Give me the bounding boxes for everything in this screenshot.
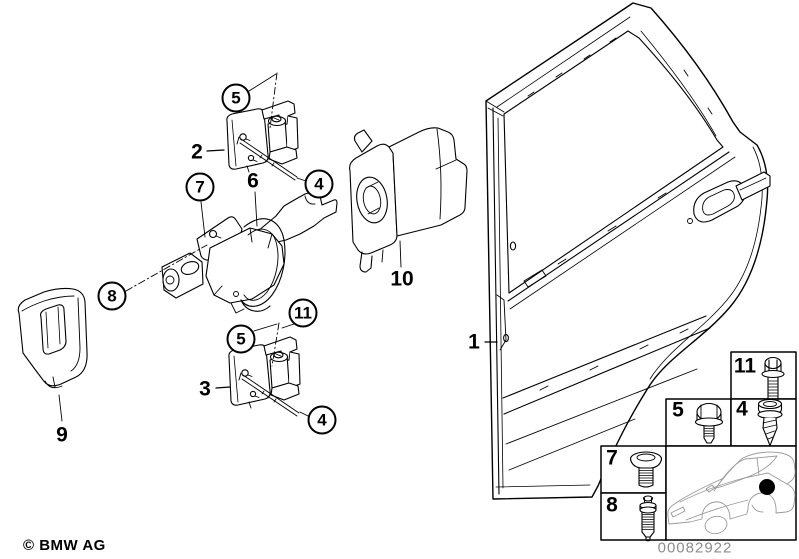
callout-7-door-brake[interactable]: 7	[185, 172, 215, 202]
legend-number-11[interactable]: 11	[733, 354, 757, 378]
hex-flange-bolt-short-icon	[694, 402, 724, 444]
part-label-10-lock-actuator[interactable]: 10	[390, 267, 414, 291]
legend-number-7[interactable]: 7	[606, 446, 618, 470]
rear-door-drawing	[485, 2, 771, 500]
callout-8-door-brake[interactable]: 8	[97, 281, 127, 311]
upper-hinge-drawing	[226, 72, 299, 181]
part-label-9-cover[interactable]: 9	[56, 423, 68, 447]
callout-5-upper-label: 5	[231, 88, 241, 108]
callout-4-lower-hinge[interactable]: 4	[307, 405, 337, 435]
callout-11-lower-hinge[interactable]: 11	[288, 298, 318, 328]
legend-number-5[interactable]: 5	[672, 398, 684, 422]
callout-7-label: 7	[195, 177, 205, 197]
callout-8-label: 8	[107, 286, 117, 306]
round-head-screw-icon	[629, 451, 663, 488]
callout-5-lower-hinge[interactable]: 5	[226, 324, 256, 354]
stud-bolt-icon	[639, 495, 657, 542]
lock-actuator-drawing	[349, 127, 468, 273]
rear-door-location-dot	[759, 479, 775, 495]
legend-cell-car[interactable]	[666, 446, 796, 540]
hex-flange-bolt-long-icon	[761, 356, 785, 406]
legend-number-4[interactable]: 4	[736, 397, 748, 421]
legend-grid	[600, 351, 797, 541]
lower-hinge-drawing	[228, 322, 301, 417]
callout-4-upper-label: 4	[314, 174, 324, 194]
leader-lines	[58, 73, 498, 422]
part-label-3-lower-hinge[interactable]: 3	[199, 377, 211, 401]
copyright-text: © BMW AG	[23, 537, 106, 554]
callout-5-lower-label: 5	[236, 329, 246, 349]
callout-11-label: 11	[294, 303, 312, 323]
legend-number-8[interactable]: 8	[606, 493, 618, 517]
car-silhouette-thumbnail	[667, 451, 796, 535]
part-label-1-rear-door[interactable]: 1	[468, 330, 480, 354]
self-tapping-screw-icon	[757, 398, 783, 447]
door-stop-cover-drawing	[17, 287, 88, 389]
callout-4-lower-label: 4	[317, 410, 327, 430]
door-brake-drawing	[161, 191, 338, 314]
drawing-number: 00082922	[657, 539, 733, 557]
part-label-6-door-brake[interactable]: 6	[247, 169, 259, 193]
door-handle-drawing	[687, 171, 771, 224]
part-label-2-upper-hinge[interactable]: 2	[191, 140, 203, 164]
callout-4-upper-hinge[interactable]: 4	[304, 169, 334, 199]
callout-5-upper-hinge[interactable]: 5	[221, 83, 251, 113]
